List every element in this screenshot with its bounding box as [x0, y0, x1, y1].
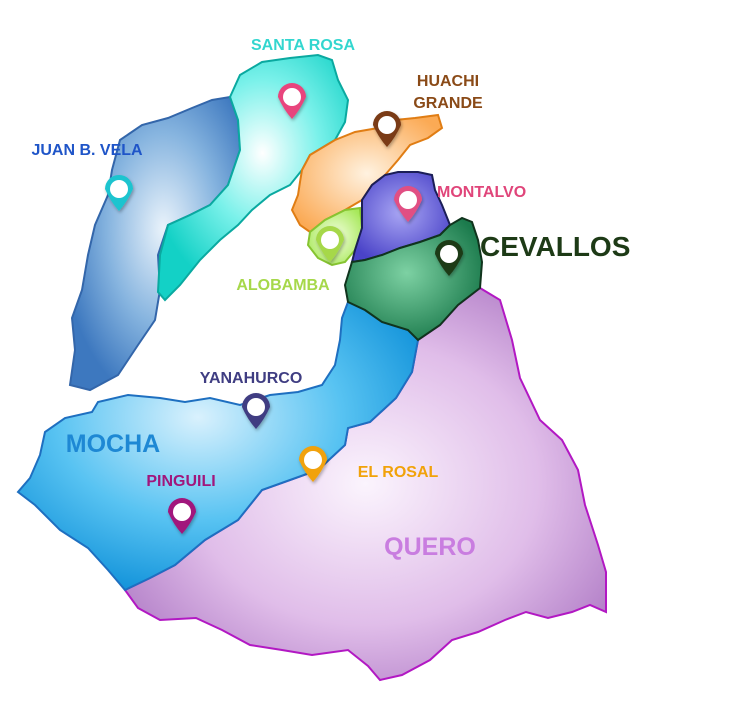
region-santa-rosa[interactable]	[156, 53, 350, 302]
marker-pin-dot	[304, 451, 322, 469]
label-montalvo: MONTALVO	[437, 184, 526, 201]
marker-pin-el-rosal[interactable]	[299, 446, 327, 482]
marker-pin-huachi-grande[interactable]	[373, 111, 401, 147]
label-alobamba: ALOBAMBA	[236, 277, 330, 294]
marker-pin-dot	[283, 88, 301, 106]
label-santa-rosa: SANTA ROSA	[251, 37, 355, 54]
label-juan-b-vela: JUAN B. VELA	[31, 142, 143, 159]
label-huachi-line2: GRANDE	[413, 95, 483, 112]
marker-pin-dot	[321, 231, 339, 249]
marker-pin-santa-rosa[interactable]	[278, 83, 306, 119]
label-huachi-line1: HUACHI	[417, 73, 479, 90]
marker-pin-dot	[399, 191, 417, 209]
marker-pin-dot	[110, 180, 128, 198]
marker-pin-dot	[247, 398, 265, 416]
marker-pin-dot	[440, 245, 458, 263]
label-yanahurco: YANAHURCO	[200, 370, 303, 387]
marker-pin-juan-b-vela[interactable]	[105, 174, 133, 211]
label-quero: QUERO	[384, 533, 476, 561]
marker-pin-dot	[378, 116, 396, 134]
marker-pin-pinguili[interactable]	[168, 498, 196, 534]
marker-pin-cevallos[interactable]	[435, 240, 463, 276]
label-cevallos: CEVALLOS	[480, 231, 630, 262]
label-el-rosal: EL ROSAL	[358, 464, 439, 481]
marker-pin-montalvo[interactable]	[394, 186, 422, 222]
label-pinguili: PINGUILI	[146, 473, 215, 490]
marker-pin-dot	[173, 503, 191, 521]
region-huachi-grande[interactable]	[290, 113, 444, 234]
marker-pin-yanahurco[interactable]	[242, 393, 270, 429]
label-mocha: MOCHA	[66, 430, 160, 458]
marker-pin-alobamba[interactable]	[316, 226, 344, 262]
